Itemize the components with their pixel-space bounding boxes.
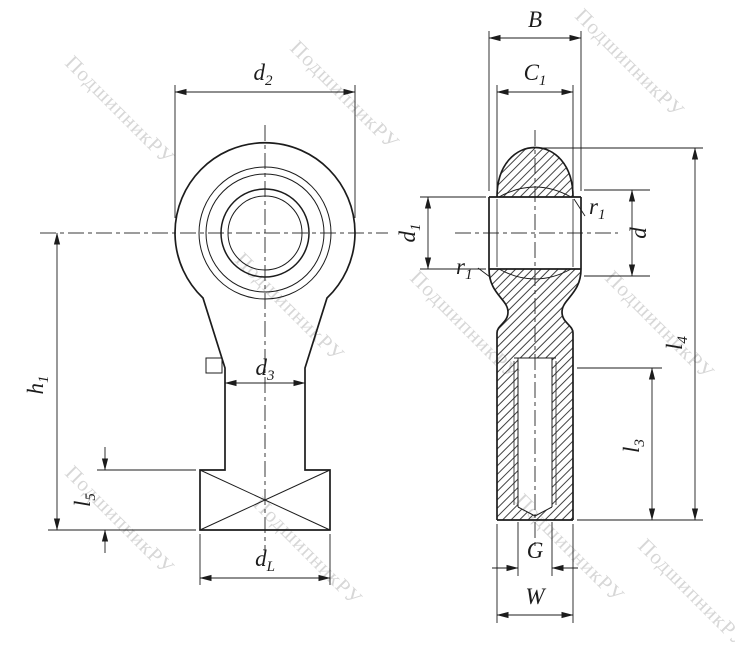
housing-ring-inner-circle [205,173,325,293]
radius-r1-top: r1 [573,194,605,223]
watermark-text: ПодшипникРУ [571,4,690,123]
ball-top-cap-arc [498,186,572,198]
label-d2: d2 [254,60,274,89]
watermark-text: ПодшипникРУ [601,266,720,385]
neck-left-profile [488,268,509,520]
leader-line [573,198,586,217]
label-r1-bottom: r1 [456,254,472,283]
watermark-text: ПодшипникРУ [634,534,735,653]
label-d1: d1 [395,224,424,243]
shank-wall-section [497,333,573,520]
dimension-B: B [488,7,582,191]
label-C1: C1 [524,60,547,89]
watermark-text: ПодшипникРУ [286,36,405,155]
watermark-text: ПодшипникРУ [61,461,180,580]
dimension-G: G [492,522,578,576]
label-l4: l4 [662,336,691,350]
front-view: d2 h1 l5 d3 dL [23,60,388,585]
head-dome-section [497,147,573,197]
label-l3: l3 [619,439,648,453]
watermark-layer: ПодшипникРУ ПодшипникРУ ПодшипникРУ Подш… [61,4,735,653]
housing-ring-outer-circle [198,166,332,300]
label-B: B [528,7,542,32]
watermark-text: ПодшипникРУ [231,248,350,367]
dimension-W: W [496,524,574,623]
dimension-h1: h1 [23,232,196,531]
label-d3: d3 [256,355,275,384]
grease-nipple [205,357,223,374]
neck-right-profile [561,268,582,520]
ball-bore-chamfer-circle [220,188,310,278]
label-r1-top: r1 [589,194,605,223]
dimension-d3: d3 [224,355,306,387]
dimension-C1: C1 [496,60,574,194]
label-W: W [525,584,546,609]
ball-bore-circle [227,195,303,271]
front-body-outline [174,141,356,531]
dimension-d: d [584,189,651,277]
watermark-text: ПодшипникРУ [61,51,180,170]
label-G: G [527,538,544,563]
label-h1: h1 [23,376,52,395]
dimension-d2: d2 [174,60,356,218]
dimension-l4: l4 [542,147,703,521]
label-d: d [626,227,651,239]
dimension-l5: l5 [70,447,196,553]
wrench-flats-cross-line [199,469,331,531]
dimension-d1: d1 [395,196,486,270]
radius-r1-bottom: r1 [456,254,491,283]
drill-point-right [534,506,553,517]
dimension-dL: dL [199,534,331,585]
drill-point-left [517,506,536,517]
ball-bottom-cap-arc [498,268,572,280]
label-l5: l5 [70,493,99,507]
head-dome-outline [496,146,574,198]
dimension-l3: l3 [577,367,662,521]
side-view: B C1 d1 d r1 [395,7,703,623]
label-dL: dL [255,546,275,575]
leader-line [477,267,491,278]
neck-section [489,269,581,333]
